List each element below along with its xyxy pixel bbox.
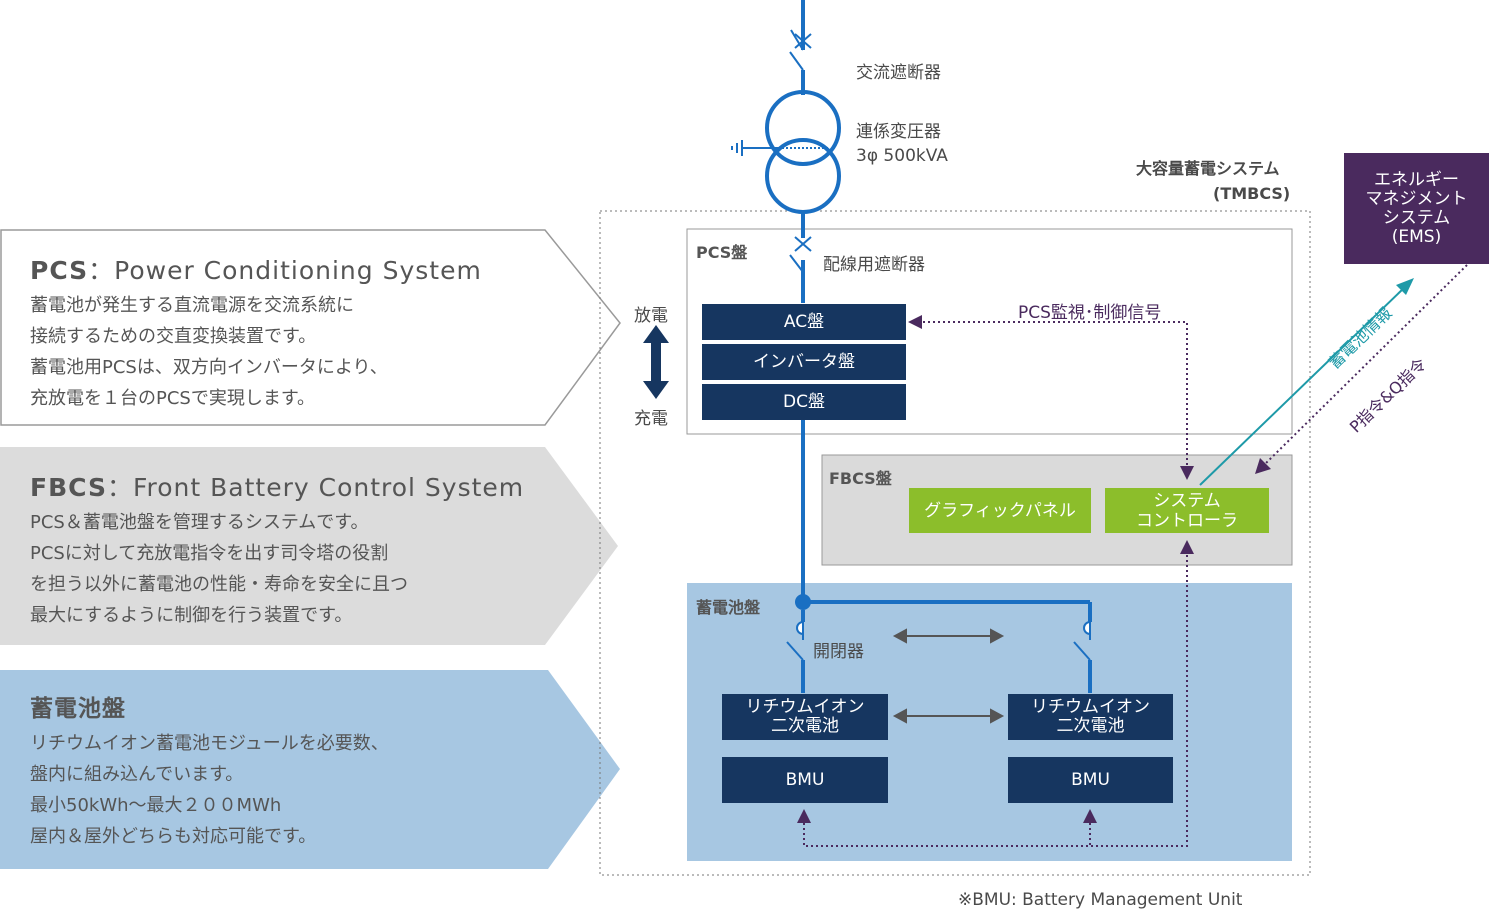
fbcs-callout-shape — [0, 447, 618, 645]
pcs-line: 蓄電池用PCSは、双方向インバータにより、 — [30, 357, 388, 378]
switch-label: 開閉器 — [813, 642, 864, 662]
ground-symbol — [731, 140, 778, 156]
li-ion-line: 二次電池 — [1056, 716, 1125, 736]
graphic-panel-box: グラフィックパネル — [909, 488, 1091, 533]
pcs-signal-label: PCS監視･制御信号 — [1018, 303, 1162, 323]
system-controller-box: システム コントローラ — [1105, 488, 1269, 533]
fbcs-callout-title: FBCS：Front Battery Control System — [30, 473, 525, 502]
pcs-line: 接続するための交直変換装置です。 — [30, 326, 317, 347]
inverter-panel-box: インバータ盤 — [702, 344, 906, 380]
pcs-signal-line — [918, 321, 1188, 466]
breaker-marks — [789, 33, 812, 273]
fbcs-panel-title: FBCS盤 — [829, 469, 892, 488]
main-bus — [790, 0, 1092, 622]
ems-line: マネジメント — [1365, 188, 1468, 209]
fbcs-line: PCSに対して充放電指令を出す司令塔の役割 — [30, 543, 389, 564]
transformer-symbol — [765, 90, 841, 214]
wiring-breaker-label: 配線用遮断器 — [823, 255, 925, 275]
bmu-footnote: ※BMU: Battery Management Unit — [958, 890, 1243, 910]
battery-info-arrow — [1199, 285, 1407, 486]
system-abbr: (TMBCS) — [1213, 184, 1291, 203]
bus-node — [795, 594, 811, 610]
ems-line: エネルギー — [1374, 169, 1459, 190]
fbcs-callout-body: PCS＆蓄電池盤を管理するシステムです。 PCSに対して充放電指令を出す司令塔の… — [30, 507, 408, 631]
ac-breaker-label: 交流遮断器 — [856, 63, 941, 83]
bmu-box-2: BMU — [1008, 757, 1173, 803]
pcs-callout-shape — [0, 229, 621, 426]
pcs-panel-title: PCS盤 — [696, 243, 748, 262]
fbcs-line: を担う以外に蓄電池の性能・寿命を安全に且つ — [30, 574, 408, 595]
fbcs-line: PCS＆蓄電池盤を管理するシステムです。 — [30, 512, 369, 533]
system-controller-line: コントローラ — [1136, 510, 1238, 531]
battery-line: 最小50kWh〜最大２００MWh — [30, 795, 282, 816]
pcs-callout-body: 蓄電池が発生する直流電源を交流系統に 接続するための交直変換装置です。 蓄電池用… — [30, 290, 388, 414]
li-ion-line: リチウムイオン — [1031, 697, 1150, 717]
system-name: 大容量蓄電システム — [1136, 159, 1280, 178]
bmu-box-1: BMU — [722, 757, 888, 803]
discharge-label: 放電 — [634, 306, 668, 326]
battery-line: 盤内に組み込んでいます。 — [30, 764, 244, 785]
ems-line: (EMS) — [1391, 226, 1442, 247]
battery-callout-shape — [0, 670, 620, 869]
pcs-line: 蓄電池が発生する直流電源を交流系統に — [30, 295, 354, 316]
ems-line: システム — [1382, 207, 1451, 228]
battery-line: リチウムイオン蓄電池モジュールを必要数、 — [30, 733, 389, 754]
li-ion-battery-2: リチウムイオン 二次電池 — [1008, 694, 1173, 740]
branch-lines — [801, 610, 1092, 693]
pcs-line: 充放電を１台のPCSで実現します。 — [30, 388, 316, 409]
charge-label: 充電 — [634, 409, 668, 429]
li-ion-battery-1: リチウムイオン 二次電池 — [722, 694, 888, 740]
ems-box: エネルギー マネジメント システム (EMS) — [1344, 153, 1489, 264]
pq-command-arrow — [1262, 264, 1468, 467]
transformer-rating: 3φ 500kVA — [856, 146, 948, 166]
dc-panel-box: DC盤 — [702, 384, 906, 420]
fbcs-line: 最大にするように制御を行う装置です。 — [30, 605, 353, 626]
gray-double-arrows — [892, 628, 1005, 724]
pcs-callout-title: PCS：Power Conditioning System — [30, 256, 482, 285]
li-ion-line: 二次電池 — [771, 716, 839, 736]
callout-shapes — [0, 229, 621, 869]
battery-line: 屋内＆屋外どちらも対応可能です。 — [30, 826, 317, 847]
tmbcs-boundary — [599, 210, 1311, 876]
li-ion-line: リチウムイオン — [745, 697, 865, 717]
bmu-signal-line — [803, 547, 1188, 847]
battery-callout-body: リチウムイオン蓄電池モジュールを必要数、 盤内に組み込んでいます。 最小50kW… — [30, 728, 389, 852]
system-controller-line: システム — [1153, 490, 1221, 511]
transformer-label: 連係変圧器 — [856, 122, 941, 142]
switch-symbols — [786, 620, 1091, 661]
battery-panel-title: 蓄電池盤 — [696, 598, 761, 617]
charge-discharge-arrow — [643, 325, 669, 399]
battery-callout-title: 蓄電池盤 — [30, 696, 126, 722]
ac-panel-box: AC盤 — [702, 304, 906, 340]
